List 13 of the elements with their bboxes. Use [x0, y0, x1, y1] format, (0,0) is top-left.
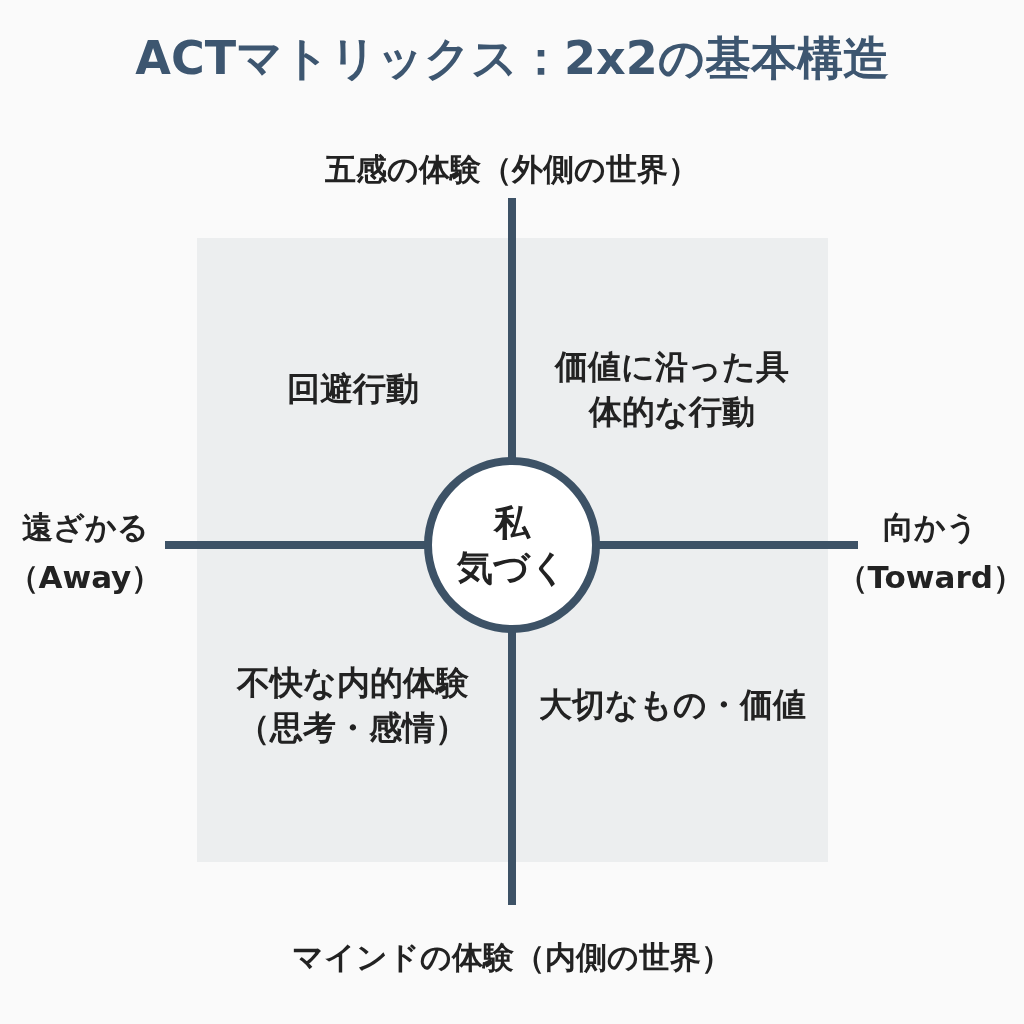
center-label: 私 [494, 501, 530, 545]
quadrant-label: 大切なもの・価値 [538, 684, 806, 727]
axis-label: 遠ざかる [21, 508, 149, 547]
center-label: 気づく [457, 546, 567, 590]
quadrant-label: 回避行動 [286, 368, 419, 411]
axis-label: 向かう [882, 508, 978, 547]
title: ACTマトリックス：2x2の基本構造 [134, 30, 890, 87]
quadrant-label: 不快な内的体験（思考・感情） [235, 661, 470, 749]
axis-label: 五感の体験（外側の世界） [325, 150, 699, 189]
axis-label: （Away） [7, 558, 163, 597]
axis-label: （Toward） [836, 558, 1024, 597]
axis-label: マインドの体験（内側の世界） [292, 938, 732, 977]
quadrant-label: 価値に沿った具体的な行動 [553, 345, 790, 433]
